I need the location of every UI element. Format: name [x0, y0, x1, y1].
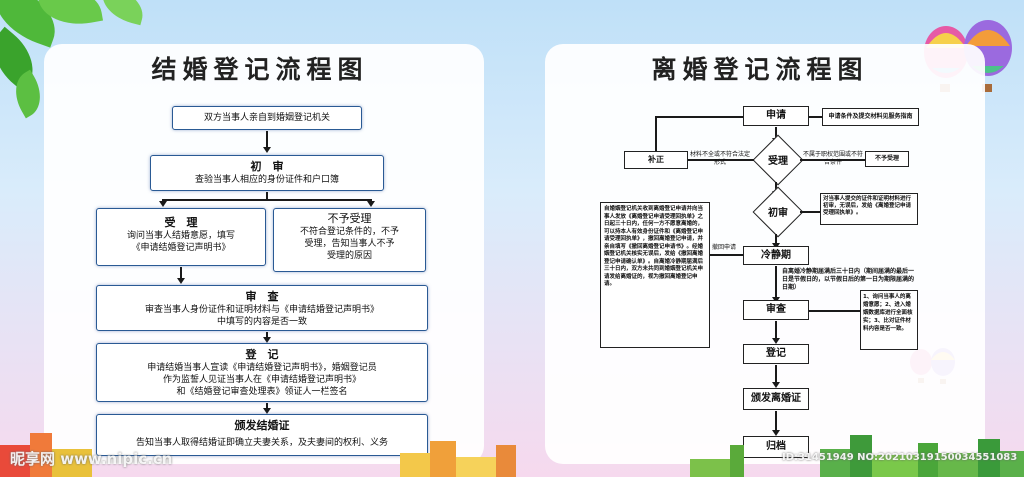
divorce-apply: 申请 — [743, 106, 809, 126]
flow-arrow — [263, 332, 271, 343]
step-body: 《申请结婚登记声明书》 — [131, 243, 231, 253]
marriage-step-arrive: 双方当事人亲自到婚姻登记机关 — [172, 106, 362, 130]
step-title: 登 记 — [245, 348, 279, 361]
step-body: 不符合登记条件的，不予 — [299, 227, 399, 237]
flow-arrow — [772, 266, 780, 303]
step-body: 审查当事人身份证件和证明材料与《申请结婚登记声明书》 — [144, 305, 379, 315]
flow-line — [809, 116, 823, 118]
flow-line — [800, 159, 866, 161]
divorce-title: 离婚登记流程图 — [651, 55, 869, 84]
divorce-incomplete-note: 材料不全或不符合法定形式 — [690, 151, 751, 166]
marriage-step-initial-review: 初 审 查验当事人相应的身份证件和户口簿 — [150, 155, 384, 191]
divorce-review-note: 1、询问当事人的离婚意愿；2、进入婚姻数据库进行全面核实；3、比对证件材料内容是… — [860, 290, 918, 350]
step-title: 初 审 — [250, 160, 284, 173]
marriage-title: 结婚登记流程图 — [151, 55, 369, 84]
flow-arrow — [772, 365, 780, 388]
divorce-not-jurisdiction-note: 不属于职权范围或不符合条件 — [802, 151, 863, 166]
divorce-cooling-note: 自离婚冷静期届满后三十日内（期间届满的最后一日是节假日的，以节假日后的第一日为期… — [782, 268, 915, 291]
step-body: 中填写的内容是否一致 — [216, 317, 307, 327]
divorce-initial-label: 初审 — [768, 208, 788, 219]
divorce-supplement: 补正 — [624, 151, 688, 169]
step-body: 查验当事人相应的身份证件和户口簿 — [194, 175, 339, 185]
flow-line — [688, 159, 754, 161]
flow-arrow — [772, 321, 780, 344]
step-body: 和《结婚登记审查处理表》领证人一栏签名 — [176, 387, 348, 397]
divorce-reject: 不予受理 — [865, 151, 909, 167]
flow-arrow — [263, 403, 271, 414]
step-body: 询问当事人结婚意愿，填写 — [126, 231, 235, 241]
marriage-step-issue: 颁发结婚证 告知当事人取得结婚证即确立夫妻关系，及夫妻间的权利、义务 — [96, 414, 428, 456]
watermark-left: 昵享网 www.nipic.cn — [10, 450, 173, 468]
step-title: 受 理 — [164, 216, 198, 229]
divorce-issue: 颁发离婚证 — [743, 388, 809, 410]
flow-line — [809, 310, 861, 312]
step-text: 双方当事人亲自到婚姻登记机关 — [203, 113, 330, 123]
flow-arrow — [772, 234, 780, 249]
flow-line — [655, 116, 743, 118]
flow-arrow — [159, 200, 167, 207]
step-title: 颁发结婚证 — [234, 419, 290, 432]
step-body: 受理的原因 — [326, 251, 372, 261]
flow-arrow — [263, 131, 271, 153]
step-title: 审 查 — [245, 290, 279, 303]
divorce-review: 审查 — [743, 300, 809, 320]
marriage-step-reject: 不予受理 不符合登记条件的，不予 受理，告知当事人不予 受理的原因 — [273, 208, 426, 272]
step-body: 申请结婚当事人宣读《申请结婚登记声明书》，婚姻登记员 — [147, 363, 377, 373]
flow-line — [266, 192, 268, 200]
flow-line — [655, 116, 657, 151]
flow-line — [162, 199, 372, 201]
divorce-accept-label: 受理 — [768, 156, 788, 167]
divorce-withdraw-note: 自婚姻登记机关收到离婚登记申请并向当事人发放《离婚登记申请受理回执单》之日起三十… — [600, 202, 710, 348]
marriage-step-review: 审 查 审查当事人身份证件和证明材料与《申请结婚登记声明书》 中填写的内容是否一… — [96, 285, 428, 331]
step-body: 告知当事人取得结婚证即确立夫妻关系，及夫妻间的权利、义务 — [135, 438, 388, 448]
leaf-decoration — [96, 0, 149, 26]
flow-arrow — [367, 200, 375, 207]
divorce-apply-note: 申请条件及提交材料见服务指南 — [822, 108, 919, 126]
divorce-cooling: 冷静期 — [743, 246, 809, 265]
marriage-step-register: 登 记 申请结婚当事人宣读《申请结婚登记声明书》，婚姻登记员 作为监誓人见证当事… — [96, 343, 428, 402]
marriage-step-accept: 受 理 询问当事人结婚意愿，填写 《申请结婚登记声明书》 — [96, 208, 266, 266]
skyline-decoration — [0, 433, 1024, 477]
step-title: 不予受理 — [327, 212, 372, 225]
divorce-withdraw-label: 撤回申请 — [712, 244, 737, 251]
flow-arrow — [772, 411, 780, 436]
watermark-right: ID:31451949 NO:20210319150034551083 — [782, 452, 1018, 463]
step-body: 受理，告知当事人不予 — [304, 239, 395, 249]
divorce-register: 登记 — [743, 344, 809, 364]
step-body: 作为监誓人见证当事人在《申请结婚登记声明书》 — [162, 375, 361, 385]
flow-line — [800, 211, 820, 213]
flow-arrow — [177, 267, 185, 284]
divorce-initial-note: 对当事人提交的证件和证明材料进行初审，无误后，发给《离婚登记申请受理回执单》。 — [820, 193, 918, 225]
flow-line — [710, 254, 744, 256]
